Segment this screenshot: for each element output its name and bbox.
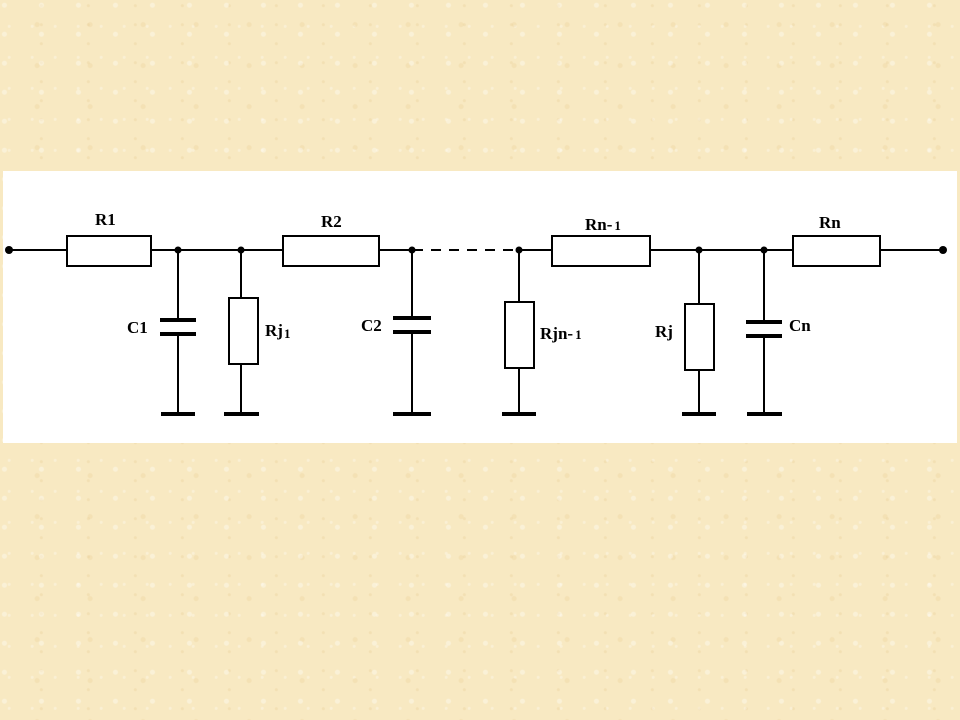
- junction-node: [408, 246, 416, 254]
- label-c2: C2: [361, 316, 382, 335]
- resistor-r1: [66, 235, 152, 267]
- junction-node: [237, 246, 245, 254]
- label-c1: C1: [127, 318, 148, 337]
- junction-node: [695, 246, 703, 254]
- label-rj1: Rj1: [265, 321, 290, 341]
- terminal-output: [939, 246, 947, 254]
- resistor-rj: [682, 250, 716, 416]
- capacitor-cn: [746, 250, 782, 416]
- ladder-circuit-diagram: R1 R2 Rn-1 Rn C1 Rj1 C2 Rjn-1 Rj Cn: [5, 210, 947, 416]
- label-rjn-1-main: Rjn-: [540, 324, 573, 343]
- circuit-wires: [9, 235, 943, 416]
- junction-node: [760, 246, 768, 254]
- label-rjn-1: Rjn-1: [540, 324, 582, 343]
- label-rn-1: Rn-1: [585, 215, 621, 234]
- resistor-rn-1: [551, 235, 651, 267]
- resistor-rj1: [224, 250, 259, 416]
- resistor-rjn-1: [502, 250, 536, 416]
- circuit-diagram-panel: R1 R2 Rn-1 Rn C1 Rj1 C2 Rjn-1 Rj Cn: [3, 171, 957, 443]
- resistor-r2: [282, 235, 380, 267]
- label-rj: Rj: [655, 322, 673, 341]
- terminal-input: [5, 246, 13, 254]
- capacitor-c2: [393, 250, 431, 416]
- label-cn: Cn: [789, 316, 811, 335]
- junction-node: [515, 246, 523, 254]
- label-r1: R1: [95, 210, 116, 229]
- label-rjn-1-sub: 1: [575, 327, 582, 342]
- label-rj1-main: Rj: [265, 321, 283, 340]
- label-rn-1-sub: 1: [614, 218, 621, 233]
- capacitor-c1: [160, 250, 196, 416]
- label-r2: R2: [321, 212, 342, 231]
- circuit-nodes: [5, 246, 947, 254]
- label-rn: Rn: [819, 213, 841, 232]
- label-rj1-sub: 1: [284, 326, 291, 341]
- junction-node: [174, 246, 182, 254]
- resistor-rn: [792, 235, 881, 267]
- label-rn-1-main: Rn-: [585, 215, 613, 234]
